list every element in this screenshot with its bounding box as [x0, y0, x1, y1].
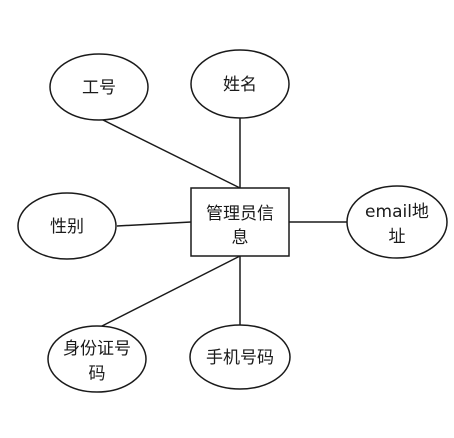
- entity-label-line1: 管理员信: [206, 204, 274, 224]
- attribute-xingbie: 性别: [17, 192, 117, 260]
- connector-gonghao: [100, 118, 241, 189]
- connector-xingbie: [116, 221, 192, 227]
- attribute-label-line1: email地: [365, 202, 429, 222]
- attribute-label: 工号: [82, 78, 116, 98]
- attribute-label-line2: 址: [389, 227, 406, 247]
- attribute-label: 姓名: [223, 75, 257, 95]
- attribute-label: 手机号码: [206, 348, 274, 368]
- attribute-ellipse: [346, 185, 448, 259]
- attribute-label: 性别: [50, 217, 84, 237]
- attribute-label-line1: 身份证号: [63, 339, 131, 359]
- attribute-ellipse: [190, 49, 290, 119]
- attribute-xingming: 姓名: [190, 49, 290, 119]
- attribute-ellipse: [49, 53, 149, 121]
- connectors: [99, 118, 347, 328]
- attribute-email: email地 址: [346, 185, 448, 259]
- entity-label-line2: 息: [232, 228, 249, 248]
- attribute-ellipse: [47, 325, 147, 393]
- attribute-gonghao: 工号: [49, 53, 149, 121]
- attribute-label-line2: 码: [89, 364, 106, 384]
- attribute-ellipse: [189, 324, 291, 390]
- connector-shenfen: [99, 255, 241, 328]
- entity-box: [190, 187, 290, 257]
- entity-admin-info: 管理员信 息: [190, 187, 290, 257]
- attribute-ellipse: [17, 192, 117, 260]
- attribute-shouji: 手机号码: [189, 324, 291, 390]
- attribute-shenfen: 身份证号 码: [47, 325, 147, 393]
